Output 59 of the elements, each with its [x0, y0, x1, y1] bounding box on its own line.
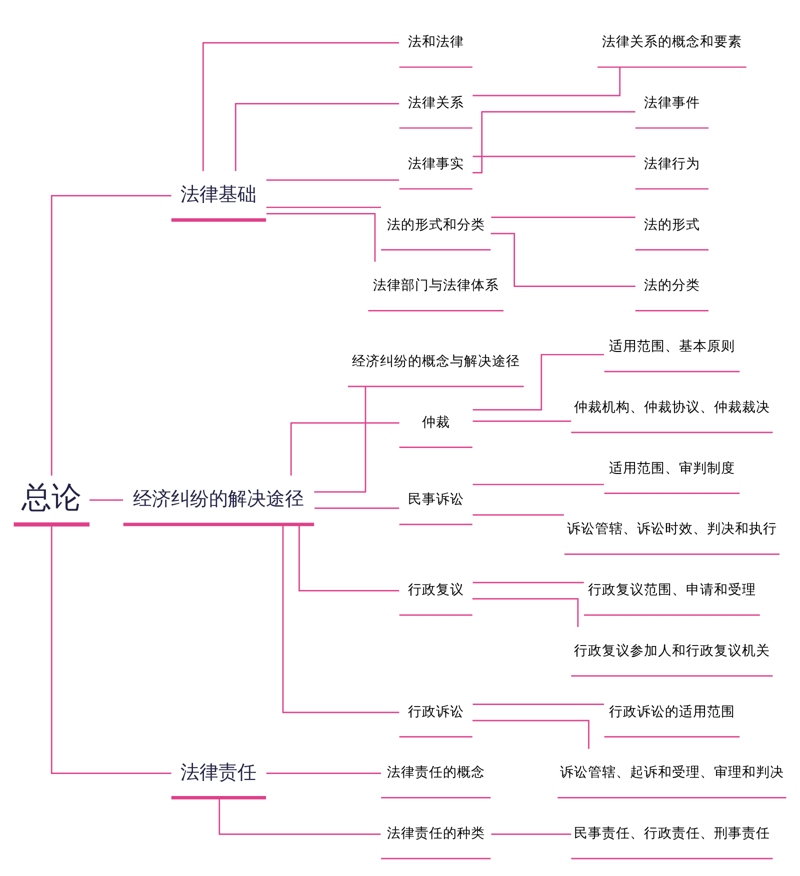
node-text: 法律基础 [180, 184, 257, 206]
connector [266, 178, 400, 180]
node-text: 民事诉讼 [408, 490, 464, 507]
connector [290, 422, 400, 476]
node-text: 行政诉讼 [408, 703, 464, 720]
node-text: 法律责任的概念 [386, 764, 485, 780]
node-text: 适用范围、审判制度 [608, 460, 735, 476]
connector [266, 212, 376, 262]
node-text: 法的分类 [644, 277, 700, 294]
connector [472, 66, 621, 96]
connector [314, 386, 366, 492]
node-text: 诉讼管辖、起诉和受理、审理和判决 [560, 764, 784, 780]
node-text: 法律行为 [644, 155, 700, 172]
connector [472, 719, 590, 748]
connector [472, 155, 636, 157]
node-text: 法律责任 [180, 762, 257, 783]
node-text: 行政复议参加人和行政复议机关 [574, 642, 770, 658]
node-text: 法律关系的概念和要素 [602, 34, 742, 50]
node-text: 适用范围、基本原则 [608, 338, 735, 354]
node-text: 仲裁 [422, 414, 450, 430]
connector [472, 598, 579, 627]
connector [218, 797, 381, 834]
connector [472, 703, 604, 705]
node-text: 法律责任的种类 [386, 825, 485, 842]
node-text: 经济纠纷的解决途径 [133, 488, 304, 510]
connector [472, 353, 604, 410]
node-text: 行政复议 [408, 582, 464, 598]
node-text: 法律部门与法律体系 [372, 277, 499, 294]
connector [472, 581, 584, 583]
connector [202, 42, 399, 171]
node-text: 法和法律 [408, 34, 464, 50]
node-text: 总论 [22, 481, 82, 514]
node-text: 法律关系 [408, 94, 464, 111]
connector [234, 102, 400, 170]
node-text: 法的形式 [644, 216, 700, 232]
node-text: 法律事实 [408, 155, 464, 172]
connector [266, 206, 382, 208]
node-text: 行政复议范围、申请和受理 [588, 582, 756, 598]
connector [490, 232, 636, 286]
connector [472, 110, 636, 173]
connector [282, 524, 400, 713]
connector [50, 524, 172, 774]
connector [491, 833, 572, 834]
node-text: 行政诉讼的适用范围 [608, 703, 735, 720]
connector [50, 194, 172, 476]
connector [266, 772, 382, 774]
node-text: 法的形式和分类 [386, 216, 485, 232]
node-text: 法律事件 [644, 94, 700, 111]
node-text: 民事责任、行政责任、刑事责任 [574, 825, 770, 842]
connector [472, 483, 604, 485]
node-text: 诉讼管辖、诉讼时效、判决和执行 [566, 520, 777, 537]
connector [472, 420, 572, 422]
connector [298, 524, 400, 591]
connector [90, 498, 124, 500]
connector [472, 514, 564, 516]
node-text: 经济纠纷的概念与解决途径 [352, 352, 520, 369]
connector [314, 507, 400, 508]
connector [491, 216, 636, 218]
node-text: 仲裁机构、仲裁协议、仲裁裁决 [574, 398, 770, 415]
